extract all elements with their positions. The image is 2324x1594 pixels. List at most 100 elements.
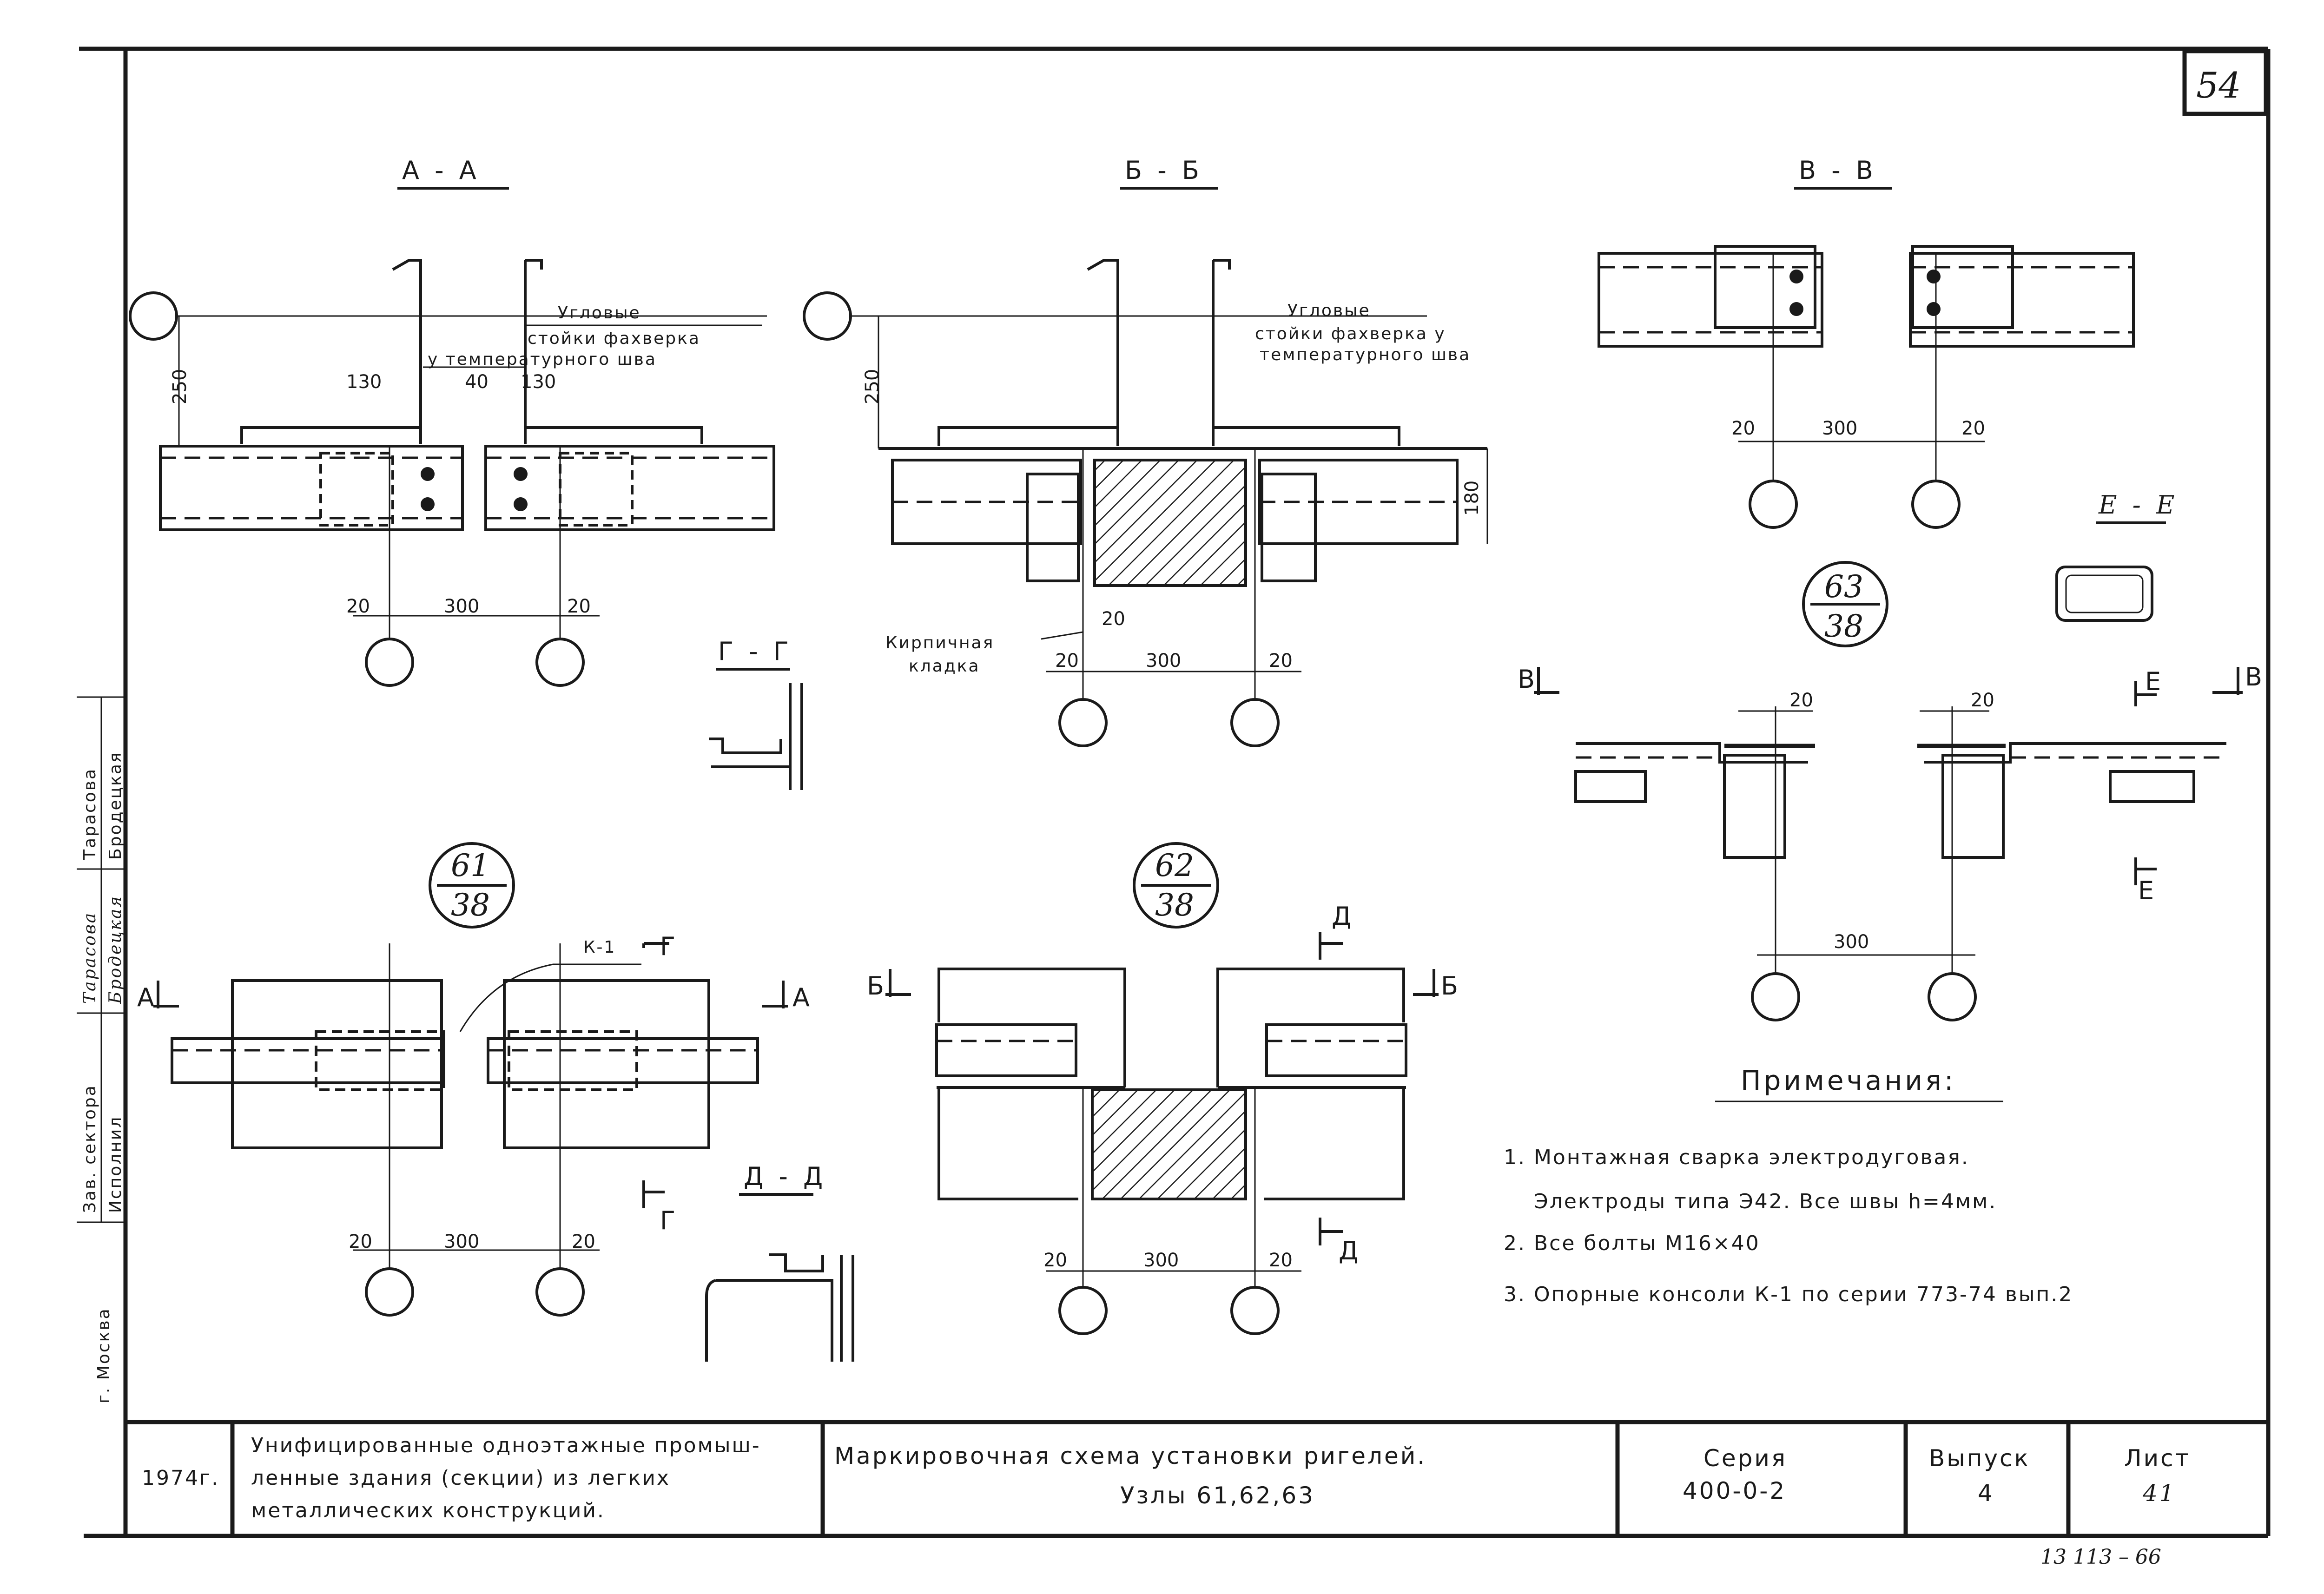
tb-drawing-1: Маркировочная схема установки ригелей. (834, 1443, 1426, 1469)
stamp-sign-2: Бродецкая (106, 895, 125, 1004)
stamp-role-1: Зав. сектора (80, 1084, 99, 1213)
section-vv-title: В - В (1799, 156, 1877, 185)
dim-300-n63: 300 (1834, 931, 1869, 953)
dim-20-n63-1: 20 (1789, 690, 1813, 711)
node-61-badge (429, 842, 515, 929)
dim-300-n62: 300 (1143, 1250, 1179, 1271)
notes-title: Примечания: (1741, 1065, 1956, 1096)
dim-130-a2: 130 (521, 371, 556, 393)
node-62-plan (885, 932, 1439, 1335)
cut-e-bottom: Е (2138, 876, 2158, 905)
title-block (230, 1422, 2071, 1536)
label-corner-posts-b-2: стойки фахверка у (1255, 324, 1446, 343)
cut-v-left: В (1518, 665, 1538, 694)
node-62-top: 62 (1155, 848, 1194, 883)
section-ee-title: Е - Е (2098, 490, 2178, 520)
tb-issue-value: 4 (1978, 1480, 1994, 1507)
stamp-role-2: Исполнил (106, 1116, 125, 1213)
node-62-bottom: 38 (1155, 887, 1194, 923)
corner-sheet-number: 54 (2196, 65, 2241, 106)
dim-20-n62-1: 20 (1043, 1250, 1067, 1271)
section-aa (129, 187, 775, 687)
tb-drawing-2: Узлы 61,62,63 (1120, 1482, 1315, 1509)
dim-20-b2: 20 (1269, 650, 1293, 672)
section-bb-title: Б - Б (1125, 156, 1203, 185)
dim-20-n63-2: 20 (1971, 690, 1994, 711)
cut-a-right: А (792, 983, 813, 1012)
label-brick-1: Кирпичная (885, 633, 994, 652)
section-gg (709, 668, 803, 790)
dim-20-b1: 20 (1055, 650, 1079, 672)
node-63-top: 63 (1824, 569, 1863, 605)
label-corner-posts-3: у температурного шва (428, 350, 657, 369)
dim-250-b: 250 (862, 369, 883, 404)
sheet-frame (79, 46, 2271, 1538)
cut-d-top: Д (1332, 902, 1355, 931)
dim-20-v2: 20 (1961, 418, 1985, 439)
tb-desc-3: металлических конструкций. (251, 1499, 605, 1522)
tb-series-label: Серия (1703, 1445, 1787, 1472)
tb-year: 1974г. (142, 1466, 219, 1490)
node-63-bottom: 38 (1824, 608, 1863, 644)
side-stamp (77, 696, 125, 1223)
cut-g-top: Г (660, 932, 679, 961)
label-corner-posts-b-3: температурного шва (1260, 345, 1471, 364)
label-brick-2: кладка (909, 657, 980, 676)
node-61-plan (153, 942, 788, 1317)
node-63-badge (1802, 561, 1888, 647)
label-k1: К-1 (583, 938, 616, 957)
node-61-bottom: 38 (451, 887, 490, 923)
dim-300-b: 300 (1146, 650, 1181, 672)
dim-20-a2: 20 (567, 596, 591, 617)
node-62-badge (1133, 842, 1219, 929)
label-corner-posts-2: стойки фахверка (528, 329, 700, 348)
cut-a-left: А (137, 983, 158, 1012)
note-2: 2. Все болты М16×40 (1504, 1232, 1760, 1255)
tb-desc-2: ленные здания (секции) из легких (251, 1466, 670, 1490)
tb-sheet-label: Лист (2124, 1445, 2191, 1472)
dim-20-n61-2: 20 (572, 1231, 595, 1252)
stamp-bottom: 13 113 – 66 (2040, 1545, 2161, 1569)
dim-20-a1: 20 (346, 596, 370, 617)
stamp-name-1: Тарасова (80, 768, 99, 860)
cut-d-bottom: Д (1339, 1236, 1362, 1265)
note-1b: Электроды типа Э42. Все швы h=4мм. (1534, 1190, 1997, 1213)
dim-20-v1: 20 (1731, 418, 1755, 439)
node-61-top: 61 (451, 848, 490, 883)
tb-series-value: 400-0-2 (1683, 1477, 1786, 1504)
dim-20-n62-2: 20 (1269, 1250, 1293, 1271)
section-vv (1598, 187, 2135, 529)
note-1: 1. Монтажная сварка электродуговая. (1504, 1146, 1969, 1169)
section-bb (803, 187, 1488, 747)
cut-v-right: В (2245, 662, 2266, 692)
section-gg-title: Г - Г (718, 637, 792, 666)
cut-e-top: Е (2145, 667, 2165, 696)
node-63-plan (1534, 667, 2243, 1021)
dim-300-v: 300 (1822, 418, 1857, 439)
section-dd-title: Д - Д (744, 1162, 826, 1191)
dim-20-n61-1: 20 (349, 1231, 372, 1252)
tb-desc-1: Унифицированные одноэтажные промыш- (251, 1434, 761, 1457)
stamp-name-2: Бродецкая (106, 751, 125, 860)
cut-g-bottom: Г (660, 1206, 679, 1235)
dim-250-a: 250 (169, 369, 191, 404)
cut-b-left: Б (867, 971, 888, 1001)
dim-180-b: 180 (1461, 481, 1483, 516)
tb-issue-label: Выпуск (1929, 1445, 2030, 1472)
dim-130-a1: 130 (346, 371, 382, 393)
label-corner-posts-b-1: Угловые (1287, 301, 1371, 320)
stamp-city: г. Москва (94, 1307, 113, 1403)
label-corner-posts-1: Угловые (558, 303, 641, 323)
section-dd (705, 1193, 854, 1362)
stamp-sign-1: Тарасова (80, 912, 99, 1004)
tb-sheet-value: 41 (2142, 1480, 2176, 1507)
dim-20-b-top: 20 (1102, 608, 1125, 630)
dim-40-a: 40 (465, 371, 489, 393)
section-aa-title: А - А (402, 156, 480, 185)
cut-b-right: Б (1441, 971, 1462, 1001)
section-ee (2055, 521, 2166, 622)
dim-300-n61: 300 (444, 1231, 479, 1252)
note-3: 3. Опорные консоли К-1 по серии 773-74 в… (1504, 1283, 2073, 1306)
dim-300-a: 300 (444, 596, 479, 617)
